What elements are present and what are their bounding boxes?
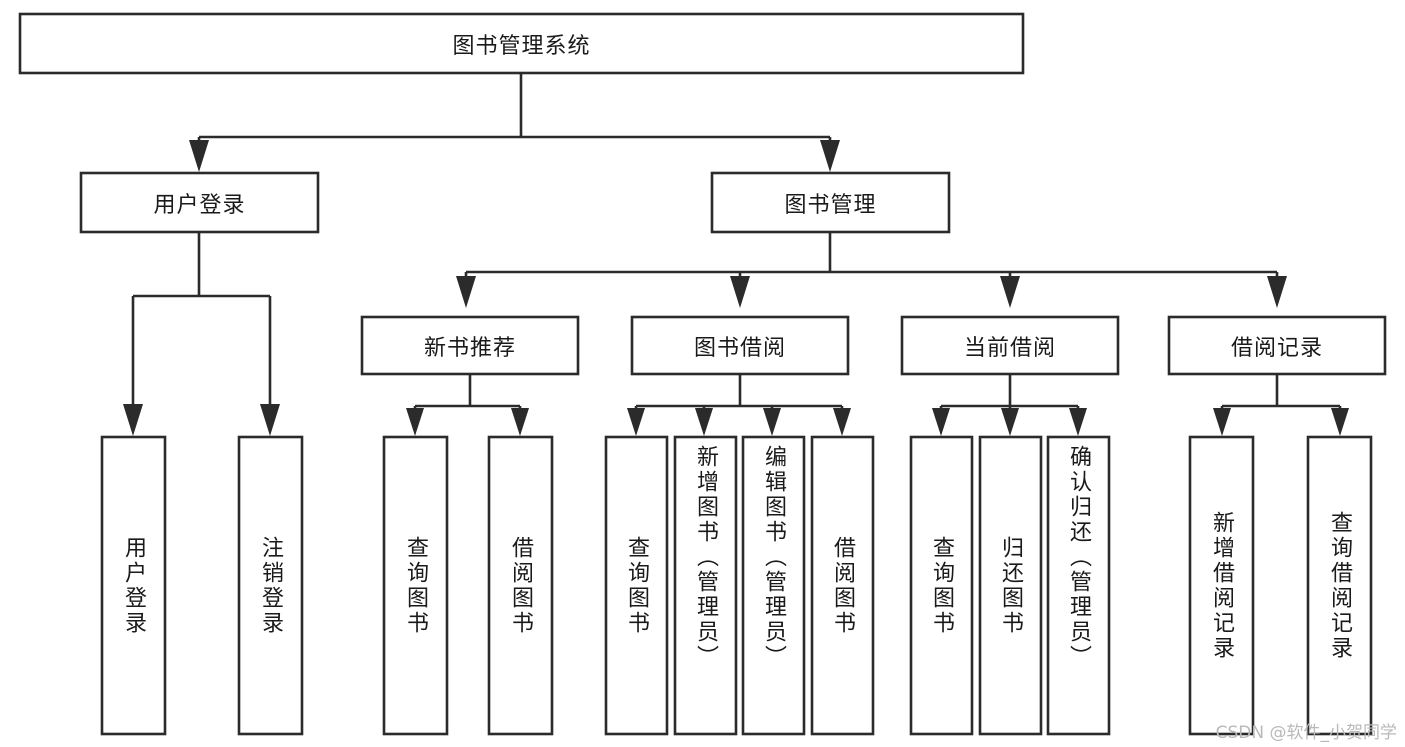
arrowhead-leaf-edit-book — [763, 408, 781, 436]
node-leaf-borrow-book-2[interactable] — [810, 435, 875, 736]
node-leaf-user-logout[interactable] — [237, 435, 304, 736]
arrowhead-leaf-user-logout — [260, 404, 280, 436]
node-leaf-query-record[interactable] — [1306, 435, 1373, 736]
arrowhead-book-manage — [820, 140, 840, 172]
arrowhead-leaf-confirm-return — [1069, 408, 1087, 436]
arrowhead-borrow-record — [1267, 276, 1287, 308]
node-leaf-return-book[interactable] — [978, 435, 1043, 736]
node-leaf-add-record[interactable] — [1188, 435, 1255, 736]
node-new-book-recommend[interactable] — [360, 315, 580, 376]
node-book-borrow[interactable] — [630, 315, 850, 376]
arrowhead-leaf-query-record — [1331, 408, 1349, 436]
arrowhead-leaf-borrow-book-2 — [833, 408, 851, 436]
arrowhead-new-book-recommend — [456, 276, 476, 308]
arrowhead-leaf-user-login — [123, 404, 143, 436]
node-leaf-borrow-book-1[interactable] — [487, 435, 554, 736]
node-root[interactable] — [18, 12, 1025, 75]
arrowhead-current-borrow — [1000, 276, 1020, 308]
node-leaf-query-book-3[interactable] — [909, 435, 974, 736]
node-book-manage[interactable] — [710, 171, 951, 234]
arrowhead-leaf-return-book — [1001, 408, 1019, 436]
arrowhead-layer — [123, 140, 1349, 436]
arrowhead-leaf-query-book-3 — [932, 408, 950, 436]
arrowhead-leaf-add-record — [1213, 408, 1231, 436]
node-leaf-edit-book[interactable] — [741, 435, 806, 736]
arrowhead-book-borrow — [730, 276, 750, 308]
node-leaf-user-login[interactable] — [100, 435, 167, 736]
arrowhead-leaf-query-book-2 — [627, 408, 645, 436]
arrowhead-leaf-borrow-book-1 — [511, 408, 529, 436]
node-leaf-add-book[interactable] — [673, 435, 738, 736]
arrowhead-leaf-query-book-1 — [406, 408, 424, 436]
node-box-layer — [18, 12, 1387, 736]
node-borrow-record[interactable] — [1167, 315, 1387, 376]
arrowhead-leaf-add-book — [695, 408, 713, 436]
node-user-login[interactable] — [79, 171, 320, 234]
arrowhead-user-login — [189, 140, 209, 172]
node-leaf-query-book-2[interactable] — [604, 435, 669, 736]
node-leaf-confirm-return[interactable] — [1046, 435, 1111, 736]
node-current-borrow[interactable] — [900, 315, 1120, 376]
node-leaf-query-book-1[interactable] — [382, 435, 449, 736]
